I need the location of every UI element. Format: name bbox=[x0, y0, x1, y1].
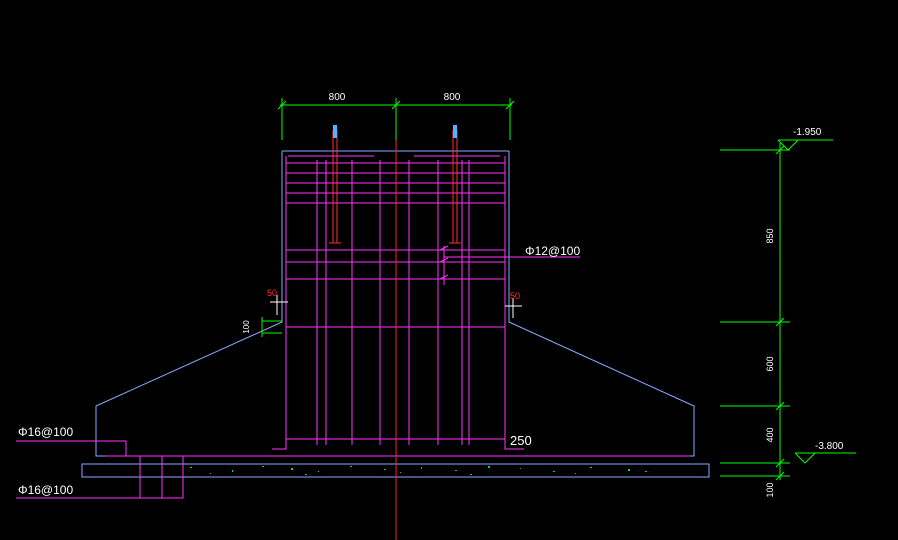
edge-dim-label: 100 bbox=[242, 320, 251, 334]
elevation-top: -1.950 bbox=[793, 127, 822, 138]
column-reinforcement bbox=[106, 155, 690, 457]
blinding-hatch bbox=[190, 466, 647, 475]
cover-cross-marks bbox=[270, 295, 522, 318]
elevation-bottom: -3.800 bbox=[815, 441, 844, 452]
base-bottom-rebar-label: Φ16@100 bbox=[18, 483, 73, 497]
cover-dimension-marks bbox=[261, 317, 282, 337]
cover-left-label: 50 bbox=[267, 288, 277, 298]
top-dimension-lines bbox=[277, 98, 515, 140]
dim-right-600: 600 bbox=[765, 356, 775, 371]
hook-length-label: 250 bbox=[510, 433, 532, 448]
anchor-bolt-caps bbox=[333, 125, 457, 138]
cover-right-label: 50 bbox=[510, 291, 520, 301]
dim-top-right: 800 bbox=[444, 92, 461, 103]
right-dimension-lines bbox=[720, 139, 856, 481]
dim-right-400: 400 bbox=[765, 427, 775, 442]
anchor-bolts bbox=[329, 130, 461, 244]
footing-outline bbox=[95, 150, 695, 457]
dim-right-850: 850 bbox=[765, 228, 775, 243]
dim-right-100: 100 bbox=[765, 482, 775, 497]
leader-lines bbox=[16, 245, 580, 499]
base-top-rebar-label: Φ16@100 bbox=[18, 425, 73, 439]
stirrup-label: Φ12@100 bbox=[525, 244, 580, 258]
dim-top-left: 800 bbox=[329, 92, 346, 103]
